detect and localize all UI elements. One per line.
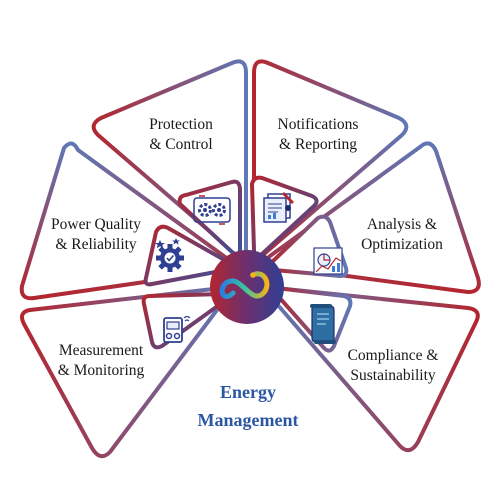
label-notifications-line2: & Reporting	[279, 136, 357, 153]
label-power-quality-line2: & Reliability	[55, 236, 137, 253]
label-analysis-line2: Optimization	[361, 236, 443, 253]
report-document-icon	[263, 192, 294, 223]
label-compliance-line2: Sustainability	[350, 367, 436, 384]
label-power-quality-line1: Power Quality	[51, 216, 141, 233]
label-compliance-line1: Compliance &	[348, 347, 439, 364]
label-analysis-line1: Analysis &	[367, 216, 437, 233]
center-hub-circle	[210, 250, 284, 324]
certificate-scroll-icon	[310, 304, 336, 344]
label-protection-line1: Protection	[149, 116, 213, 133]
center-title-line2: Management	[198, 410, 299, 430]
center-title-line1: Energy	[220, 382, 276, 402]
analytics-chart-icon	[313, 247, 343, 275]
quality-gear-icon	[155, 238, 184, 272]
power-meter-icon	[163, 315, 191, 343]
label-measurement-line2: & Monitoring	[58, 362, 145, 379]
infinity-loop-logo	[219, 271, 270, 299]
center-hub[interactable]	[210, 250, 284, 324]
label-protection-line2: & Control	[149, 136, 212, 153]
label-measurement-line1: Measurement	[59, 342, 144, 359]
gears-cycle-icon	[193, 195, 231, 225]
label-notifications-line1: Notifications	[278, 116, 359, 133]
